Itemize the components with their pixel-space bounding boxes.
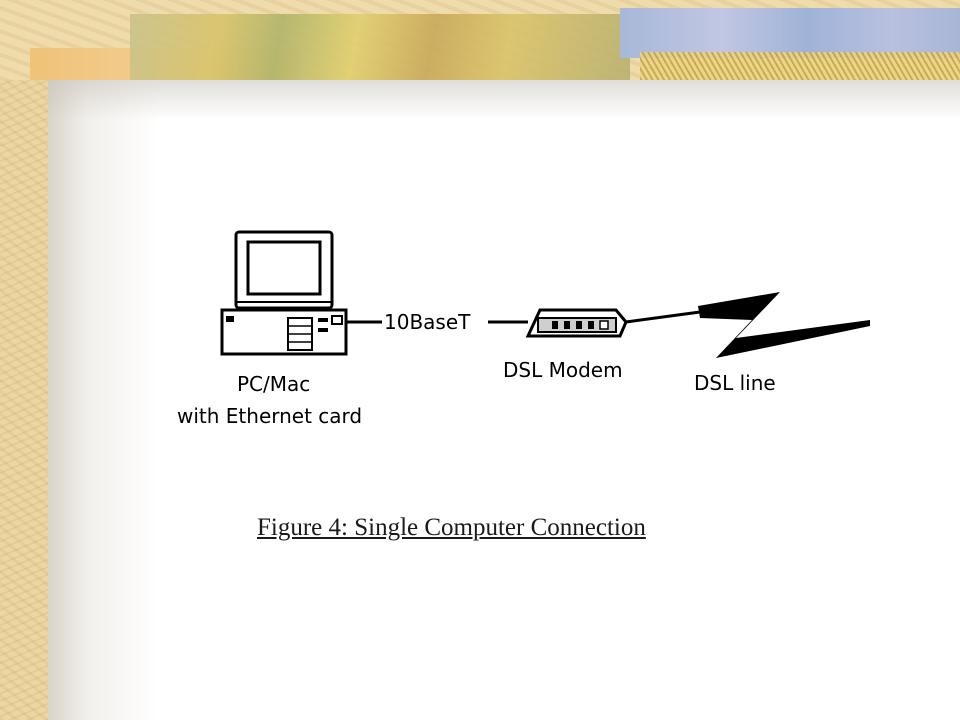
computer-icon bbox=[220, 230, 348, 356]
computer-label-line2: with Ethernet card bbox=[177, 404, 362, 428]
computer-label-line1: PC/Mac bbox=[237, 372, 310, 396]
slide-content-area bbox=[48, 80, 960, 720]
parchment-border bbox=[0, 0, 48, 720]
figure-caption-link[interactable]: Figure 4: Single Computer Connection bbox=[257, 514, 646, 541]
banner-leaf-image bbox=[130, 14, 630, 80]
modem-label: DSL Modem bbox=[503, 358, 623, 382]
header-shadow bbox=[48, 80, 960, 120]
lightning-icon bbox=[625, 292, 870, 358]
dsl-line-label: DSL line bbox=[694, 371, 776, 395]
modem-icon bbox=[525, 308, 628, 338]
banner-grass-image bbox=[640, 52, 960, 80]
banner-sky-image bbox=[620, 8, 960, 58]
cable-label: 10BaseT bbox=[384, 310, 471, 334]
